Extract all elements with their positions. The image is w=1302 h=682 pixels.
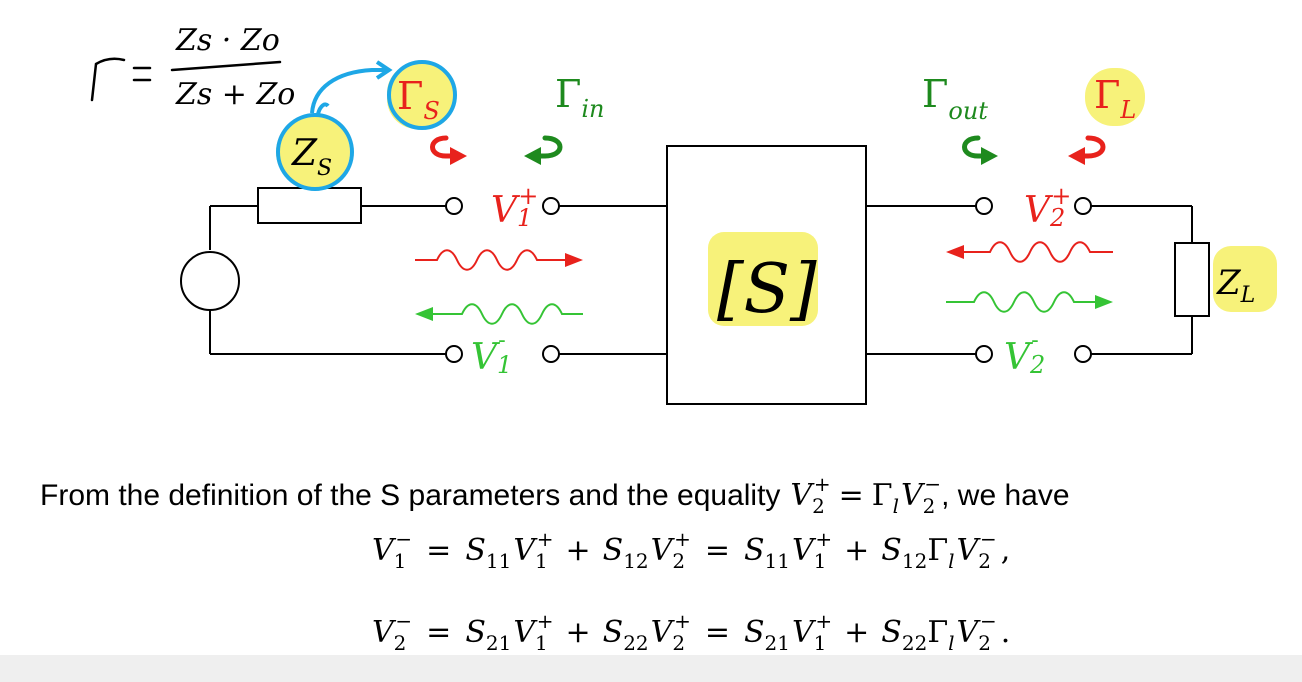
curl-arrow-gamma-in-head xyxy=(524,147,541,165)
port2-terminal-bottom-left xyxy=(975,345,993,363)
label-gamma-l: ΓL xyxy=(1094,73,1136,124)
highlight-zs xyxy=(276,115,350,189)
port1-terminal-bottom-right xyxy=(542,345,560,363)
port2-terminal-top-left xyxy=(975,197,993,215)
label-v1-plus: V1+ xyxy=(491,182,538,232)
curl-arrow-gamma-out xyxy=(962,135,986,159)
port1-terminal-top-right xyxy=(542,197,560,215)
wave-v1-reflected-head xyxy=(415,307,433,321)
text-body: From the definition of the S parameters … xyxy=(40,472,1070,655)
diagram-labels: ΓS Γin Γout ΓL ZS ZL [S] V1+ V1- V2+ V2- xyxy=(291,72,1255,379)
wave-v2-incident xyxy=(946,291,1096,313)
wave-v2-reflected-head xyxy=(946,245,964,259)
curl-arrow-gamma-s xyxy=(430,135,455,159)
highlight-s-matrix xyxy=(708,232,818,326)
highlight-zl xyxy=(1213,246,1277,312)
s-network-box xyxy=(666,145,867,405)
source-impedance xyxy=(257,187,362,224)
label-s-matrix: [S] xyxy=(717,250,817,329)
circuit xyxy=(180,145,1210,405)
curl-arrow-gamma-in xyxy=(537,135,563,159)
port2-terminal-bottom-right xyxy=(1074,345,1092,363)
handwritten-denominator: Zs + Zo xyxy=(175,77,295,112)
port1-terminal-top-left xyxy=(445,197,463,215)
label-zs: ZS xyxy=(291,133,332,181)
port2-terminal-top-right xyxy=(1074,197,1092,215)
pen-annotations xyxy=(276,60,457,191)
highlight-gamma-l xyxy=(1085,68,1145,126)
wave-arrows xyxy=(415,241,1113,325)
label-v2-minus: V2- xyxy=(1004,328,1045,379)
equation-1: V1−=S11V1++S12V2+=S11V1++S12ΓlV2−, xyxy=(372,527,1010,573)
handwritten-numerator: Zs · Zo xyxy=(175,23,280,58)
curl-arrow-gamma-s-head xyxy=(450,147,467,165)
intro-line: From the definition of the S parameters … xyxy=(40,472,1070,518)
handwritten-equals xyxy=(132,66,152,82)
pen-circle-zs xyxy=(276,113,354,191)
voltage-source xyxy=(180,251,240,311)
highlight-gamma-s xyxy=(387,63,455,129)
wave-v1-incident xyxy=(415,249,566,271)
label-v1-minus: V1- xyxy=(471,328,512,379)
curl-arrow-gamma-out-head xyxy=(981,147,998,165)
intro-prefix: From the definition of the S parameters … xyxy=(40,479,780,512)
port1-terminal-bottom-left xyxy=(445,345,463,363)
pen-arrow-zs-to-gamma-s xyxy=(310,68,388,114)
wave-v1-incident-head xyxy=(565,253,583,267)
pen-arrow-head xyxy=(375,60,393,80)
intro-suffix: , we have xyxy=(941,479,1069,512)
label-gamma-out: Γout xyxy=(922,72,988,125)
handwritten-fraction-bar xyxy=(170,60,282,72)
handwritten-note: Zs · Zo Zs + Zo xyxy=(90,23,295,112)
label-zl: ZL xyxy=(1216,263,1255,308)
handwritten-gamma xyxy=(90,57,126,102)
pen-circle-gamma-s xyxy=(387,60,457,130)
load-impedance xyxy=(1174,242,1210,317)
curl-arrow-gamma-l-head xyxy=(1068,147,1085,165)
bottom-bar xyxy=(0,655,1302,682)
label-gamma-in: Γin xyxy=(555,72,605,123)
highlights xyxy=(276,63,1277,326)
reflection-arrows xyxy=(430,135,1106,165)
wave-v2-incident-head xyxy=(1095,295,1113,309)
label-v2-plus: V2+ xyxy=(1024,182,1071,232)
wave-v2-reflected xyxy=(963,241,1113,263)
equation-2: V2−=S21V1++S22V2+=S21V1++S22ΓlV2−. xyxy=(372,609,1010,655)
label-gamma-s: ΓS xyxy=(397,74,440,125)
curl-arrow-gamma-l xyxy=(1081,135,1106,159)
wave-v1-reflected xyxy=(432,303,583,325)
pen-hook xyxy=(316,102,330,115)
